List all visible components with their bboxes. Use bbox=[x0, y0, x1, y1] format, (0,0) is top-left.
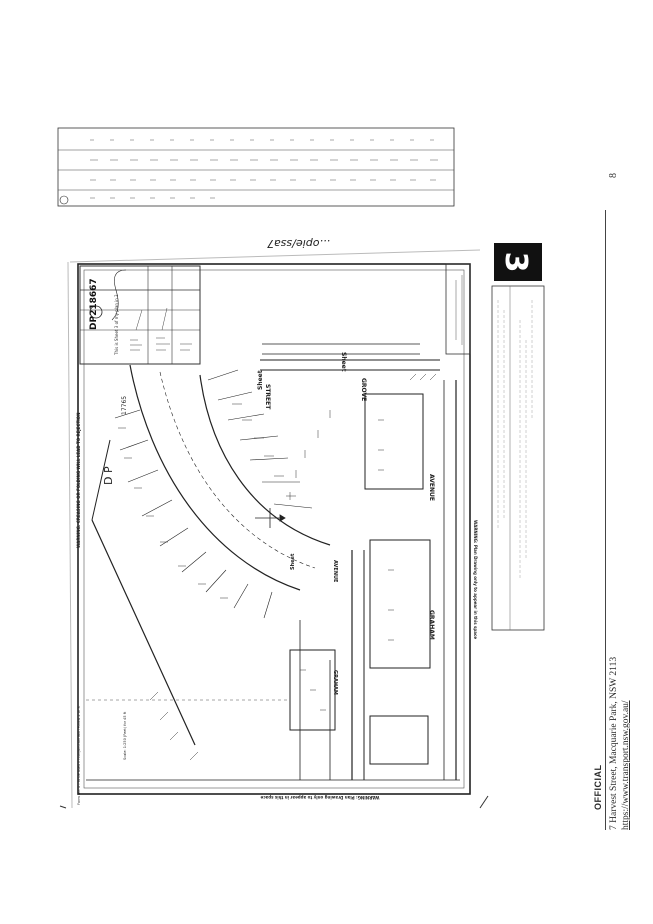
handwritten-note: ...opie/ssa7 bbox=[267, 237, 330, 250]
plan-id: DP218667 bbox=[89, 278, 99, 330]
graham-label-left: GRAHAM bbox=[332, 670, 338, 695]
avenue-label-top: AVENUE bbox=[428, 474, 435, 501]
top-sheet-label: Sheet bbox=[340, 352, 347, 372]
graham-label-right: GRAHAM bbox=[428, 610, 435, 640]
avenue-label-mid: AVENUE bbox=[332, 560, 338, 583]
warning-side: WARNING: Plan Drawing only to appear in … bbox=[473, 520, 478, 639]
footer-website-link[interactable]: https://www.transport.nsw.gov.au/ bbox=[621, 700, 631, 830]
page-footer: OFFICIAL 7 Harvest Street, Macquarie Par… bbox=[593, 190, 632, 830]
grove-label: GROVE bbox=[360, 378, 367, 401]
warning-bottom: WARNING: Plan Drawing only to appear in … bbox=[260, 795, 379, 800]
warning-top: WARNING: CREASING OR FOLDING WILL LEAD T… bbox=[76, 413, 81, 548]
certificate-block bbox=[445, 263, 545, 631]
north-arrow bbox=[255, 508, 286, 528]
street-label: STREET bbox=[264, 384, 271, 410]
classification-label: OFFICIAL bbox=[593, 764, 603, 811]
dimension-annotations bbox=[118, 373, 437, 761]
coordinate-schedule bbox=[57, 127, 455, 207]
street-sheet-label: Sheet bbox=[257, 370, 264, 390]
footer-address: 7 Harvest Street, Macquarie Park, NSW 21… bbox=[609, 656, 619, 830]
plan-border bbox=[77, 263, 471, 795]
form-note: Form No. 1 - To be used in conjunction w… bbox=[77, 706, 81, 805]
sheet-number-badge: 3 bbox=[494, 243, 542, 281]
scale-note: Scale: 1:250 (Feet) for 45 ft bbox=[123, 711, 127, 760]
dp-number: 17765 bbox=[121, 396, 128, 415]
sheet-label-lower: Sheet bbox=[290, 553, 296, 570]
road-network bbox=[86, 343, 460, 781]
sheet-info: This is Sheet 3 of my plan in 3 bbox=[114, 294, 119, 356]
title-block: DP218667 This is Sheet 3 of my plan in 3 bbox=[79, 265, 201, 365]
dp-label: D P bbox=[102, 466, 115, 485]
sheet-number: 3 bbox=[498, 252, 533, 273]
footer-divider bbox=[605, 210, 606, 830]
page-number: 8 bbox=[608, 173, 619, 178]
